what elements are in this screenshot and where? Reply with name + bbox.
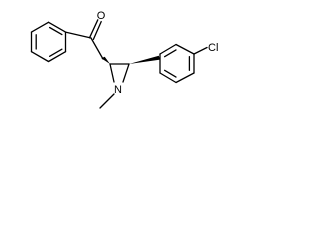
chlorine-atom-label: Cl	[208, 42, 218, 54]
wedge-bond-c2	[101, 56, 110, 64]
nitrogen-atom-label: N	[114, 84, 122, 96]
bonds	[30, 19, 208, 109]
carbonyl-aziridine-bond	[90, 37, 104, 60]
carbonyl-double-bond	[88, 19, 102, 41]
oxygen-atom-label: O	[97, 10, 106, 22]
stereo-wedges	[101, 55, 161, 64]
phenyl-ring	[30, 21, 67, 63]
wedge-bond-c3	[129, 55, 161, 64]
chemical-structure-diagram: O N Cl	[30, 10, 218, 109]
chlorine-bond	[193, 46, 208, 55]
chlorophenyl-ring	[159, 43, 195, 84]
n-methyl-bond	[99, 93, 115, 109]
structure-canvas: O N Cl	[0, 0, 265, 131]
phenyl-carbonyl-bond	[64, 31, 92, 39]
aziridine-ring	[109, 63, 130, 83]
